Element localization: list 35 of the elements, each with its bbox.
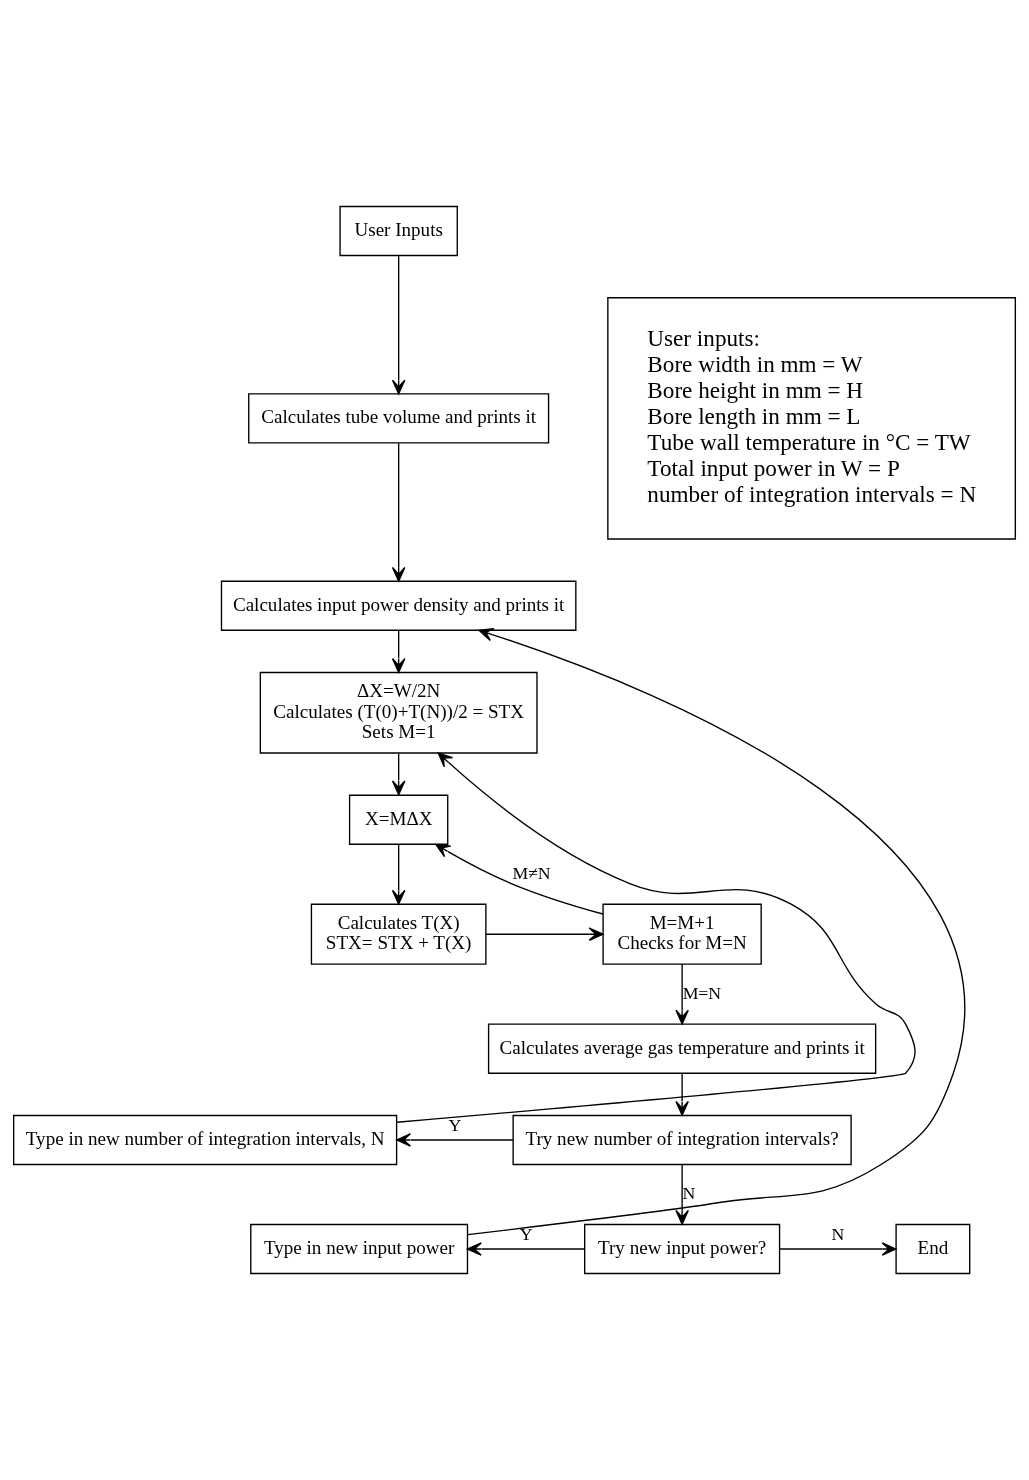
arrow <box>675 1072 689 1116</box>
arrow <box>485 927 604 941</box>
node-box: End <box>895 1223 971 1275</box>
edge-label: Y <box>448 1115 462 1135</box>
edge-label: N <box>682 1183 696 1204</box>
node-box: Calculates T(X) STX= STX + T(X) <box>310 903 487 965</box>
arrow <box>391 255 406 395</box>
arrow <box>391 630 406 673</box>
edge-label: Y <box>519 1224 533 1245</box>
node-box: Try new number of integration intervals? <box>512 1114 852 1166</box>
node-box: Try new input power? <box>584 1223 781 1275</box>
node-box: User Inputs <box>339 205 458 257</box>
node-box: Type in new input power <box>250 1223 469 1275</box>
arrow <box>391 844 406 905</box>
arrow <box>467 628 966 1236</box>
node-box: ΔX=W/2N Calculates (T(0)+T(N))/2 = STX Sets M=1 <box>259 671 538 754</box>
arrow <box>435 843 604 915</box>
node-box: M=M+1 Checks for M=N <box>602 903 762 965</box>
arrow <box>675 1164 689 1225</box>
edge-label: M≠N <box>512 862 551 883</box>
node-box: Type in new number of integration intervals, N <box>13 1114 398 1166</box>
arrow <box>396 1133 514 1147</box>
edge-label: M=N <box>682 982 722 1003</box>
node-box: Calculates input power density and prints it <box>220 580 577 631</box>
node-box: User inputs: Bore width in mm = W Bore height in mm = H Bore length in mm = L Tube wall temperature in °C = TW Total input power in W = P number of integration intervals = N <box>607 297 1016 540</box>
arrow <box>391 442 406 582</box>
node-box: X=MΔX <box>348 794 449 845</box>
arrow <box>396 752 916 1123</box>
arrow <box>466 1242 585 1256</box>
node-box: Calculates tube volume and prints it <box>248 393 550 444</box>
arrow <box>779 1242 897 1256</box>
edge-label: N <box>831 1224 845 1245</box>
arrow <box>391 752 406 796</box>
arrow <box>675 963 689 1025</box>
node-box: Calculates average gas temperature and prints it <box>487 1023 877 1074</box>
